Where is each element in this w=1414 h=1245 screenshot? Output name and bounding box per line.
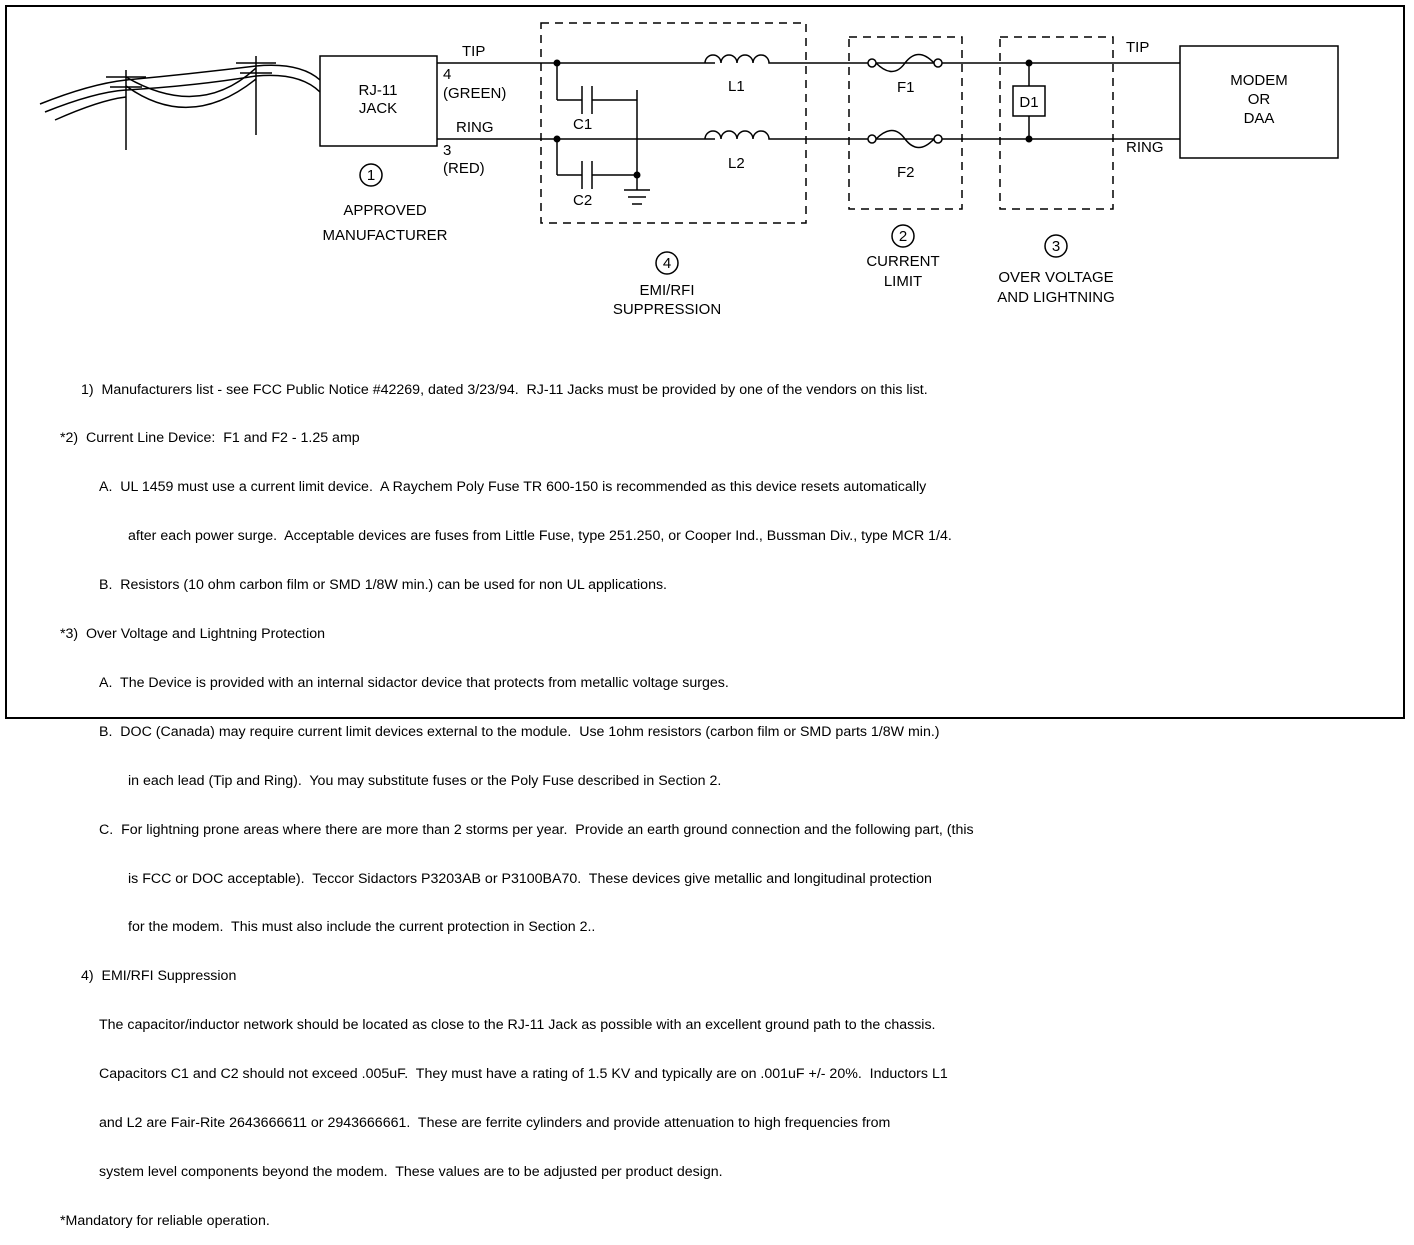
note-4-text-4: system level components beyond the modem… (99, 1163, 723, 1180)
callout-3-number: 3 (1052, 238, 1060, 255)
ov-label-1: OVER VOLTAGE (998, 269, 1113, 286)
inductor-l1 (704, 54, 1029, 64)
callout-4-circle (655, 251, 679, 275)
callout-4-number: 4 (663, 255, 671, 272)
mandatory-footnote: *Mandatory for reliable operation. (60, 1212, 270, 1229)
tip-right-label: TIP (1126, 39, 1149, 56)
approved-label-2: MANUFACTURER (322, 227, 447, 244)
note-3a: A. The Device is provided with an intern… (99, 674, 729, 691)
green-label: (GREEN) (443, 85, 506, 102)
fuse-f1 (867, 53, 943, 73)
red-label: (RED) (443, 160, 485, 177)
callout-3-circle (1044, 234, 1068, 258)
ov-label-2: AND LIGHTNING (997, 289, 1115, 306)
note-3c-cont-2: for the modem. This must also include th… (128, 919, 596, 936)
note-2a-cont: after each power surge. Acceptable devic… (128, 528, 952, 545)
note-4-text-3: and L2 are Fair-Rite 2643666611 or 29436… (99, 1114, 891, 1131)
note-2-heading: *2) Current Line Device: F1 and F2 - 1.2… (60, 430, 360, 447)
emi-rfi-box (540, 22, 807, 224)
figure-frame (5, 5, 1405, 719)
emi-label-2: SUPPRESSION (613, 301, 721, 318)
callout-1-number: 1 (367, 167, 375, 184)
l1-label: L1 (728, 78, 745, 95)
capacitor-c2 (556, 139, 637, 189)
rj11-label-1: RJ-11 (359, 82, 398, 99)
c1-label: C1 (573, 116, 592, 133)
current-limit-box (848, 36, 963, 210)
modem-daa-box (1179, 45, 1339, 159)
rj11-jack-box (319, 55, 438, 147)
callout-2-circle (891, 224, 915, 248)
note-2a: A. UL 1459 must use a current limit devi… (99, 479, 927, 496)
sidactor-d1 (1012, 63, 1046, 139)
inductor-l2 (704, 130, 1029, 140)
note-4-text-2: Capacitors C1 and C2 should not exceed .… (99, 1066, 948, 1083)
pin3-label: 3 (443, 142, 451, 159)
current-label-2: LIMIT (884, 273, 922, 290)
callout-1-circle (359, 163, 383, 187)
modem-label-3: DAA (1244, 110, 1275, 127)
emi-label-1: EMI/RFI (640, 282, 695, 299)
approved-label-1: APPROVED (343, 202, 427, 219)
ring-left-label: RING (456, 119, 494, 136)
callout-2-number: 2 (899, 228, 907, 245)
utility-poles (39, 56, 321, 150)
ground-symbol (624, 189, 650, 205)
current-label-1: CURRENT (866, 253, 939, 270)
tip-left-label: TIP (462, 43, 485, 60)
fuse-f2 (867, 129, 943, 149)
d1-label: D1 (1019, 94, 1038, 111)
note-3-heading: *3) Over Voltage and Lightning Protectio… (60, 626, 326, 643)
over-voltage-box (999, 36, 1114, 210)
pin4-label: 4 (443, 66, 451, 83)
note-3c: C. For lightning prone areas where there… (99, 821, 974, 838)
rj11-label-2: JACK (359, 100, 397, 117)
note-4-heading: 4) EMI/RFI Suppression (81, 968, 237, 985)
c2-label: C2 (573, 192, 592, 209)
note-3b: B. DOC (Canada) may require current limi… (99, 723, 940, 740)
f2-label: F2 (897, 164, 915, 181)
note-3b-cont: in each lead (Tip and Ring). You may sub… (128, 772, 722, 789)
ring-right-label: RING (1126, 139, 1164, 156)
note-3c-cont-1: is FCC or DOC acceptable). Teccor Sidact… (128, 870, 932, 887)
modem-label-1: MODEM (1230, 72, 1288, 89)
modem-label-2: OR (1248, 91, 1271, 108)
notes-block: 1) Manufacturers list - see FCC Public N… (60, 349, 1400, 1245)
l2-label: L2 (728, 155, 745, 172)
capacitor-c1 (556, 63, 638, 190)
note-2b: B. Resistors (10 ohm carbon film or SMD … (99, 577, 667, 594)
note-4-text-1: The capacitor/inductor network should be… (99, 1017, 936, 1034)
circuit-diagram: RJ-11 JACK TIP 4 (GREEN) RING 3 (RED) C1… (39, 22, 1339, 318)
f1-label: F1 (897, 79, 915, 96)
note-1: 1) Manufacturers list - see FCC Public N… (81, 381, 928, 398)
